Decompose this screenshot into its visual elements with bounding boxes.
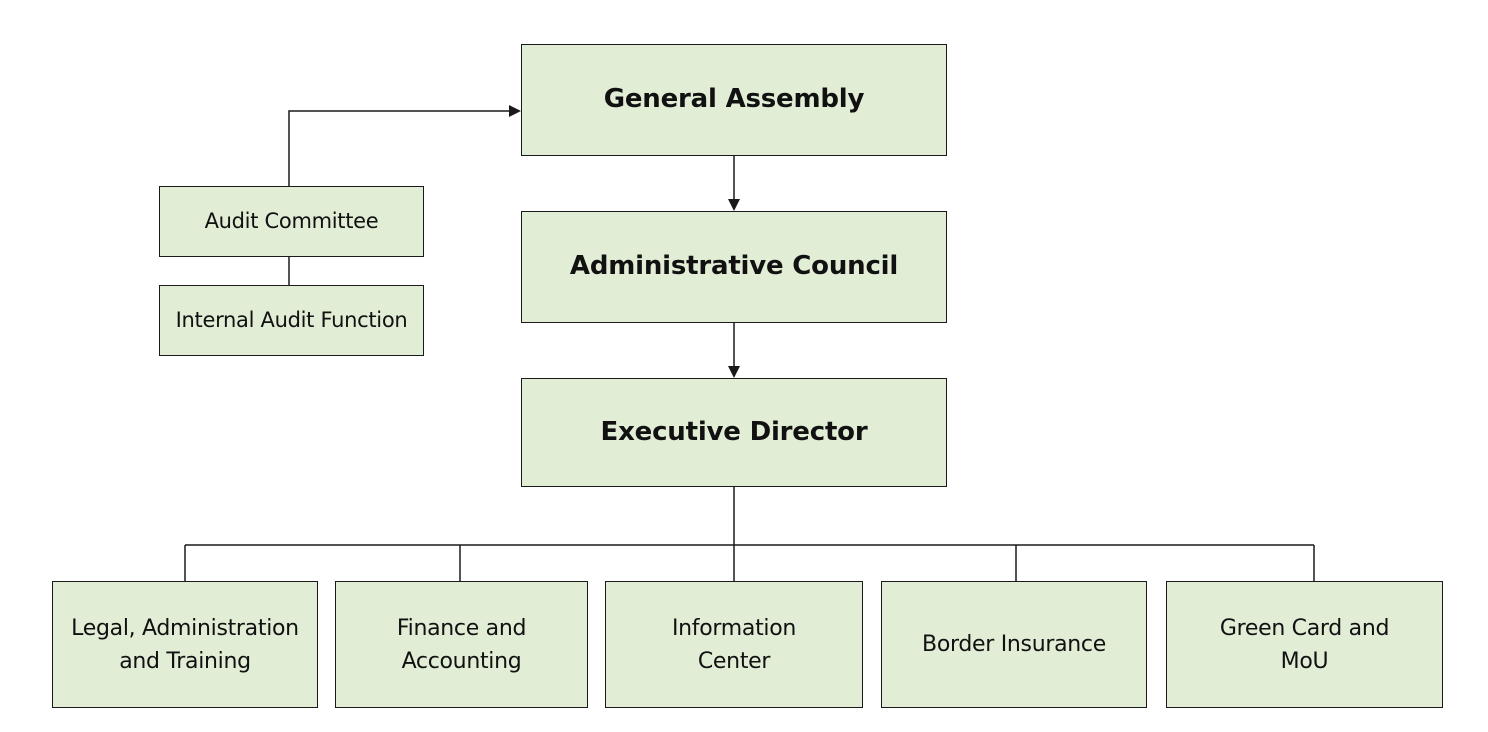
- audit-to-assembly-connector: [288, 110, 511, 186]
- department-label-line1: Finance and: [396, 615, 527, 641]
- department-box-information-center: Information Center: [605, 581, 863, 708]
- department-label-line1: Border Insurance: [922, 632, 1106, 657]
- department-box-legal: Legal, Administration and Training: [52, 581, 318, 708]
- department-label: Information Center: [666, 612, 802, 678]
- department-box-green-card: Green Card and MoU: [1166, 581, 1443, 708]
- administrative-council-label: Administrative Council: [569, 251, 899, 282]
- department-label: Border Insurance: [916, 628, 1112, 661]
- department-label-line2: and Training: [119, 648, 251, 674]
- council-to-director-arrowhead: [728, 366, 740, 378]
- department-label-line2: Accounting: [401, 648, 522, 674]
- department-label: Green Card and MoU: [1214, 612, 1395, 678]
- department-box-border-insurance: Border Insurance: [881, 581, 1147, 708]
- executive-director-label: Executive Director: [600, 416, 868, 447]
- audit-committee-label: Audit Committee: [204, 208, 379, 233]
- general-assembly-box: General Assembly: [521, 44, 947, 156]
- department-box-finance: Finance and Accounting: [335, 581, 588, 708]
- department-label-line1: Information: [671, 615, 797, 641]
- general-assembly-label: General Assembly: [603, 84, 865, 115]
- administrative-council-box: Administrative Council: [521, 211, 947, 323]
- department-label-line2: MoU: [1280, 648, 1329, 674]
- department-label-line1: Legal, Administration: [71, 615, 299, 641]
- audit-to-assembly-arrowhead: [509, 105, 521, 117]
- assembly-to-council-arrowhead: [728, 199, 740, 211]
- audit-committee-box: Audit Committee: [159, 186, 424, 257]
- internal-audit-function-label: Internal Audit Function: [175, 307, 408, 332]
- executive-director-box: Executive Director: [521, 378, 947, 487]
- internal-audit-function-box: Internal Audit Function: [159, 285, 424, 356]
- department-label: Finance and Accounting: [391, 612, 532, 678]
- department-label: Legal, Administration and Training: [65, 612, 305, 678]
- department-label-line1: Green Card and: [1219, 615, 1390, 641]
- department-label-line2: Center: [697, 648, 771, 674]
